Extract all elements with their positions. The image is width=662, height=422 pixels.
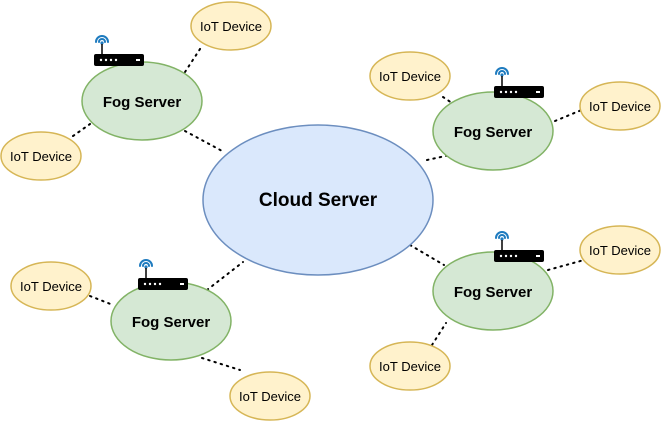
iot-device-shape [0,131,82,181]
fog-server-label: Fog Server [103,94,182,111]
iot-device-node[interactable]: IoT Device [0,131,82,181]
link-cloud-fog-top-left [184,130,225,153]
fog-server-node-top-left[interactable]: Fog Server [81,61,203,141]
fog-server-label: Fog Server [454,284,533,301]
link-fog1-iot1 [184,45,203,73]
link-cloud-fog-bottom-left [206,261,244,291]
fog-server-shape [432,251,554,331]
fog-server-label: Fog Server [132,314,211,331]
connection-links [72,45,585,371]
link-fog1-iot2 [72,123,91,137]
iot-device-node[interactable]: IoT Device [229,371,311,421]
iot-device-label: IoT Device [379,359,441,374]
fog-server-node-top-right[interactable]: Fog Server [432,91,554,171]
iot-device-label: IoT Device [379,69,441,84]
fog-server-node-bottom-left[interactable]: Fog Server [110,281,232,361]
iot-device-shape [190,1,272,51]
wifi-router-icon [94,35,144,66]
iot-device-node[interactable]: IoT Device [10,261,92,311]
iot-device-node[interactable]: IoT Device [579,81,661,131]
wifi-router-icon [494,231,544,262]
iot-device-shape [369,341,451,391]
cloud-server-node[interactable]: Cloud Server [202,124,434,276]
iot-device-label: IoT Device [20,279,82,294]
cloud-server-label: Cloud Server [259,190,378,211]
iot-device-label: IoT Device [10,149,72,164]
link-fog3-iot5 [89,295,114,306]
link-fog2-iot4 [554,108,585,122]
link-cloud-fog-bottom-right [409,244,445,266]
iot-device-shape [579,81,661,131]
wifi-router-icon [494,67,544,98]
iot-device-label: IoT Device [589,99,651,114]
iot-device-label: IoT Device [589,243,651,258]
iot-device-shape [369,51,451,101]
iot-device-node[interactable]: IoT Device [190,1,272,51]
link-fog3-iot6 [201,357,241,371]
iot-device-label: IoT Device [239,389,301,404]
link-fog4-iot7 [547,259,585,271]
fog-server-label: Fog Server [454,124,533,141]
iot-device-shape [579,225,661,275]
link-fog2-iot3 [442,96,453,104]
iot-device-shape [10,261,92,311]
fog-server-shape [432,91,554,171]
iot-device-shape [229,371,311,421]
wifi-router-icon [138,259,188,290]
cloud-server-shape [202,124,434,276]
iot-device-node[interactable]: IoT Device [579,225,661,275]
fog-server-node-bottom-right[interactable]: Fog Server [432,251,554,331]
link-fog4-iot8 [431,322,447,346]
iot-device-node[interactable]: IoT Device [369,51,451,101]
iot-device-label: IoT Device [200,19,262,34]
iot-device-node[interactable]: IoT Device [369,341,451,391]
